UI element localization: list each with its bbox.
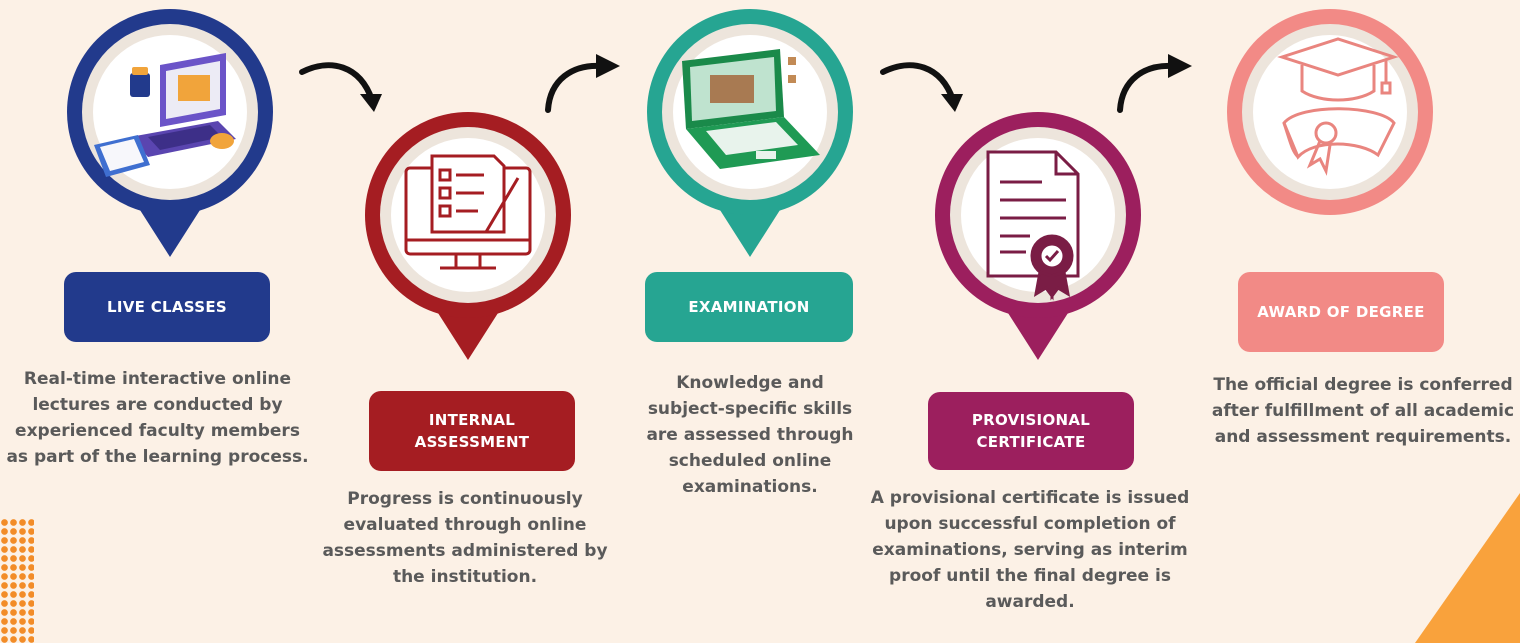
step-1-title: LIVE CLASSES — [64, 272, 270, 342]
decorative-corner-triangle — [1415, 493, 1520, 643]
step-1-description: Real-time interactive online lectures ar… — [6, 369, 309, 467]
step-3-description: Knowledge and subject-specific skills ar… — [646, 373, 854, 497]
step-2-description: Progress is continuously evaluated throu… — [322, 489, 608, 587]
step-4-description: A provisional certificate is issued upon… — [870, 488, 1190, 612]
step-1-badge — [50, 5, 290, 265]
step-4-badge — [918, 108, 1158, 368]
exam-laptop-icon — [682, 49, 820, 169]
graduation-cap-diploma-icon — [1277, 37, 1399, 176]
step-5-description: The official degree is conferred after f… — [1211, 375, 1515, 447]
step-5-badge — [1210, 5, 1450, 265]
arrow-2-icon — [545, 54, 620, 113]
laptop-coffee-icon — [94, 53, 236, 177]
step-3-badge — [630, 5, 870, 265]
step-2-badge — [348, 108, 588, 368]
certificate-icon — [986, 150, 1080, 301]
decorative-dot-pattern — [0, 518, 34, 643]
step-5-title: AWARD OF DEGREE — [1238, 272, 1444, 352]
step-2-title: INTERNAL ASSESSMENT — [369, 391, 575, 471]
arrow-4-icon — [1117, 54, 1192, 113]
checklist-monitor-icon — [404, 154, 532, 270]
step-4-title: PROVISIONAL CERTIFICATE — [928, 392, 1134, 470]
arrow-1-icon — [299, 62, 382, 112]
step-3-title: EXAMINATION — [645, 272, 853, 342]
arrow-3-icon — [880, 62, 963, 112]
